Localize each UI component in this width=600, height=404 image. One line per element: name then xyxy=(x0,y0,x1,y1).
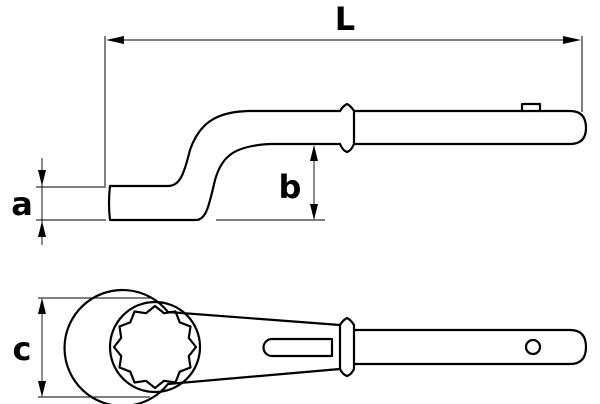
label-b: b xyxy=(279,168,302,206)
ring-inner-circle xyxy=(108,300,202,394)
top-handle xyxy=(352,328,588,366)
wrench-top-view xyxy=(63,288,588,404)
label-l: L xyxy=(335,0,355,38)
arrowhead-b-bottom xyxy=(310,204,318,220)
shank-slot xyxy=(262,337,334,358)
twelve-point-box xyxy=(112,304,198,390)
arrowhead-b-top xyxy=(310,145,318,161)
dimension-length: L xyxy=(104,0,583,188)
arrowhead-left xyxy=(106,36,124,44)
label-c: c xyxy=(13,330,32,368)
side-collar xyxy=(338,102,356,154)
label-a: a xyxy=(11,185,33,223)
dimension-b: b xyxy=(216,145,325,221)
arrowhead-right xyxy=(563,36,581,44)
wrench-side-view xyxy=(107,102,588,222)
dimension-c: c xyxy=(13,297,150,398)
side-upper-outline xyxy=(108,109,342,188)
side-lower-outline xyxy=(107,142,342,222)
side-pin xyxy=(520,102,542,113)
arrowhead-a-bottom xyxy=(38,221,46,237)
arrowhead-c-top xyxy=(38,298,46,314)
dimension-a: a xyxy=(11,158,106,245)
arrowhead-c-bottom xyxy=(38,381,46,397)
top-collar xyxy=(338,316,356,378)
top-body-outline xyxy=(63,288,342,404)
side-handle xyxy=(352,109,588,146)
arrowhead-a-top xyxy=(38,170,46,186)
pin-hole xyxy=(524,338,542,356)
